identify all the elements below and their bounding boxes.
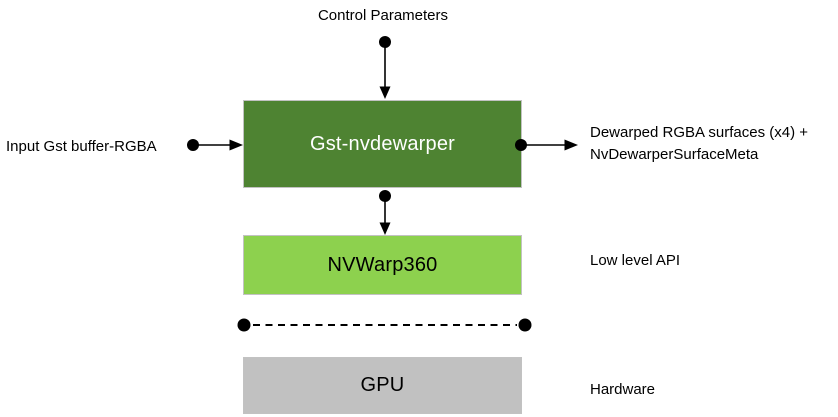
- hardware-boundary-dashed-line: [237, 318, 532, 332]
- input-arrow: [187, 139, 243, 151]
- gpu-box: GPU: [243, 357, 522, 414]
- output-surfaces-label: Dewarped RGBA surfaces (x4) + NvDewarper…: [590, 122, 808, 166]
- control-parameters-label: Control Parameters: [317, 7, 449, 24]
- input-gst-buffer-label: Input Gst buffer-RGBA: [6, 138, 157, 155]
- output-surfaces-label-line2: NvDewarperSurfaceMeta: [590, 146, 759, 163]
- gst-nvdewarper-box: Gst-nvdewarper: [243, 100, 522, 188]
- control-params-arrow: [379, 36, 391, 99]
- low-level-api-label: Low level API: [590, 252, 681, 269]
- nvwarp360-box: NVWarp360: [243, 235, 522, 295]
- output-surfaces-label-line1: Dewarped RGBA surfaces (x4) +: [590, 124, 809, 141]
- api-arrow: [379, 190, 391, 235]
- hardware-label: Hardware: [590, 381, 656, 398]
- output-arrow: [515, 139, 578, 151]
